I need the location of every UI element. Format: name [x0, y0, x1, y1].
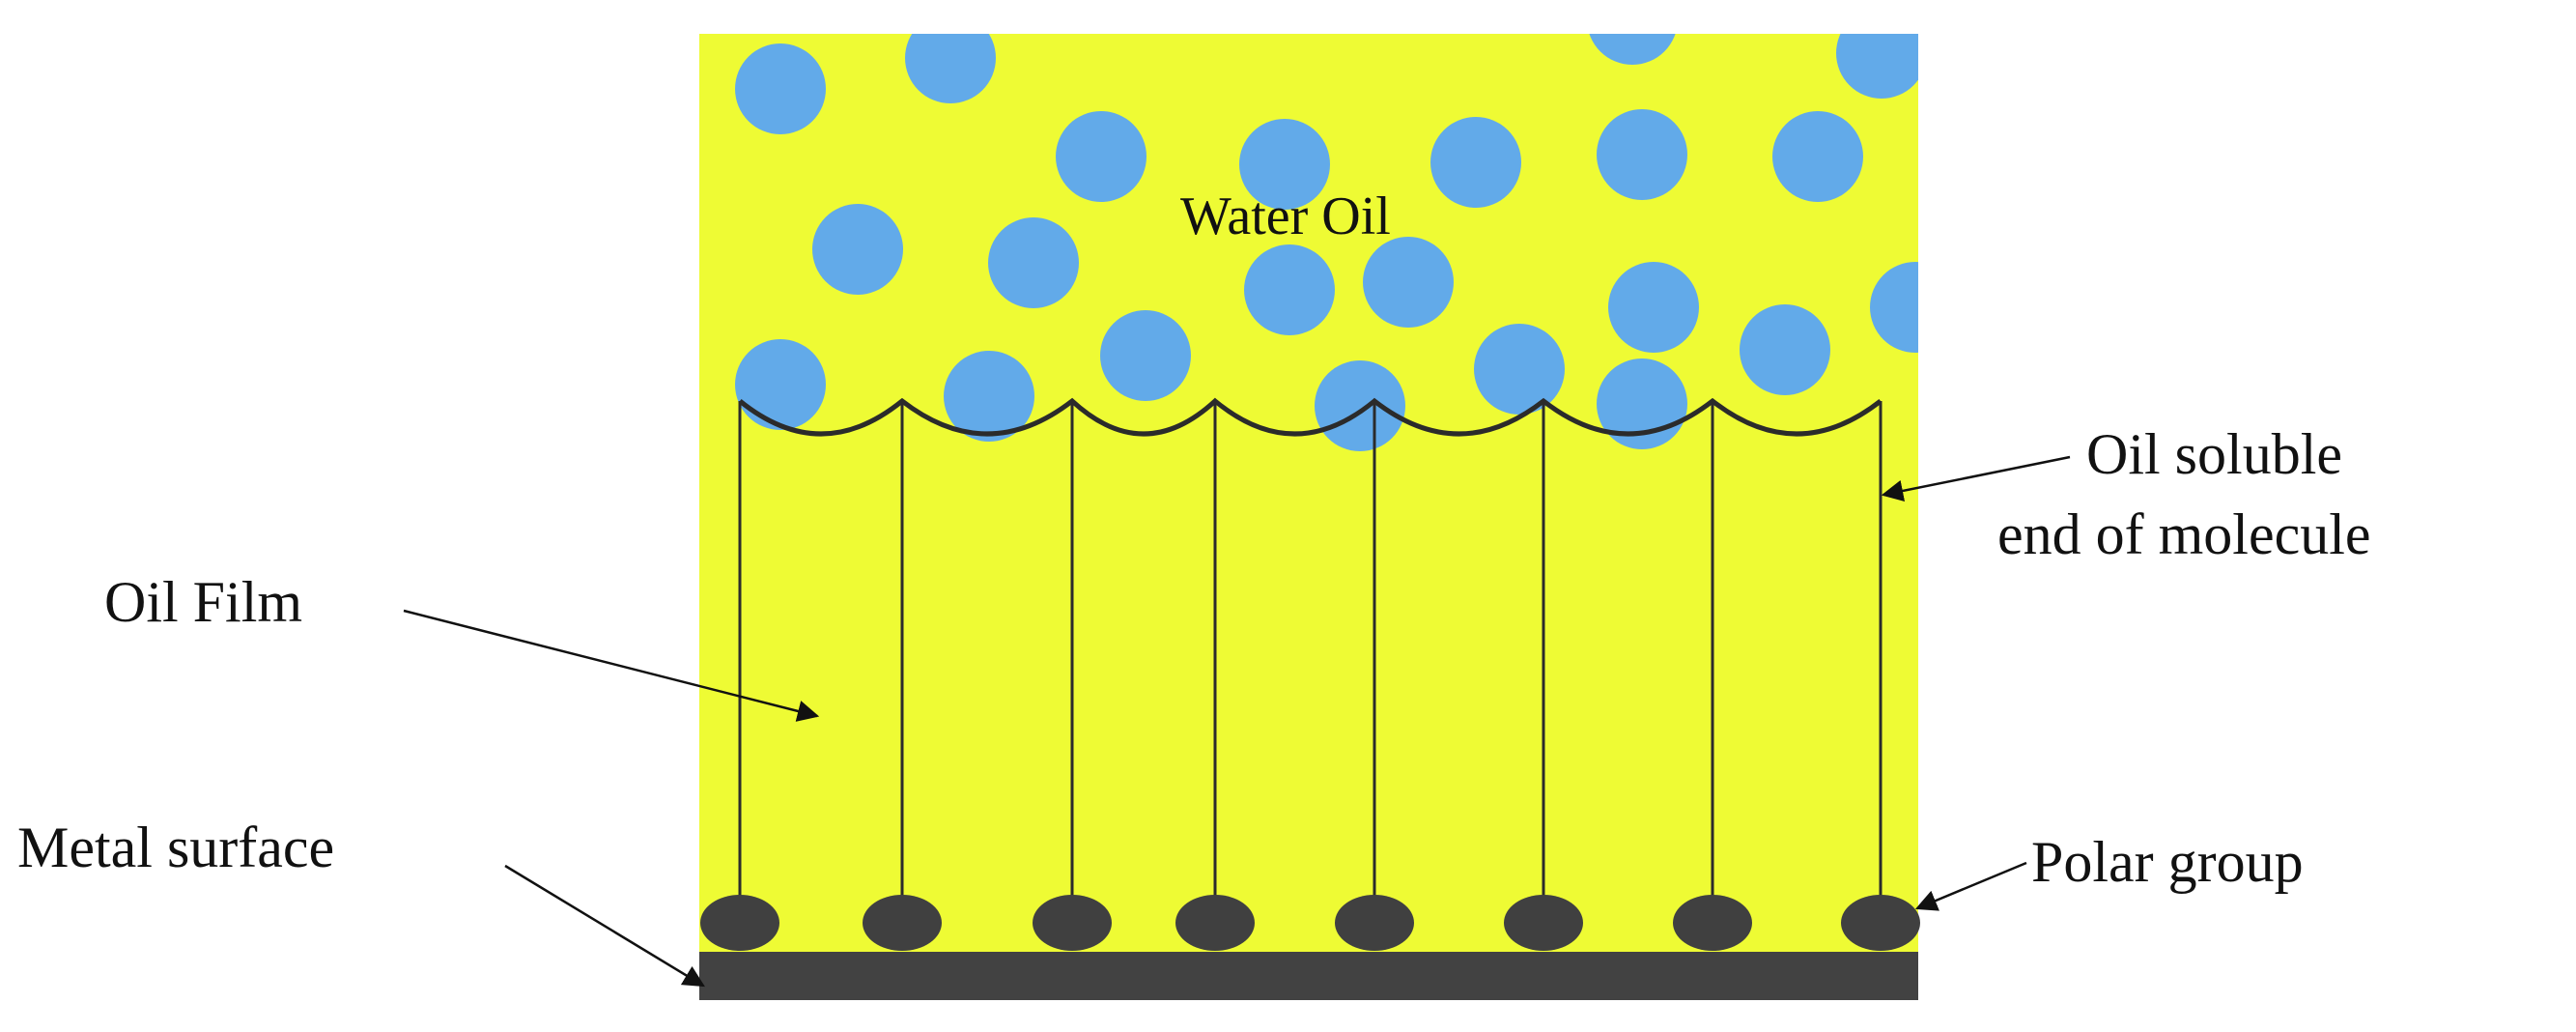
- water-droplet: [1474, 324, 1565, 415]
- polar-group-head: [700, 895, 779, 951]
- oil-film-arrow: [403, 609, 820, 722]
- metal-surface-label: Metal surface: [17, 816, 334, 879]
- water-droplet: [1597, 358, 1687, 449]
- polar-group-head: [1175, 895, 1255, 951]
- oil-film-label: Oil Film: [104, 570, 302, 634]
- water-droplet: [1870, 262, 1918, 353]
- water-droplet: [1056, 111, 1146, 202]
- water-droplet: [905, 34, 996, 103]
- water-droplet: [1608, 262, 1699, 353]
- water-droplet: [735, 43, 826, 134]
- polar-group-head: [1504, 895, 1583, 951]
- water-droplet: [1597, 109, 1687, 200]
- polar-group-head: [1841, 895, 1920, 951]
- oil-soluble-arrow: [1881, 455, 2071, 502]
- water-oil-label: Water Oil: [1180, 186, 1391, 246]
- surfactant-molecules: [700, 397, 1920, 951]
- oil-soluble-ends: [738, 397, 1882, 437]
- metal-surface-bar: [699, 952, 1918, 1000]
- water-droplet: [988, 217, 1079, 308]
- oil-soluble-label-line1: Oil soluble: [2086, 422, 2342, 486]
- water-droplet: [1315, 360, 1405, 451]
- water-droplet: [1239, 119, 1330, 210]
- water-droplet: [944, 351, 1034, 442]
- oil-soluble-label-line2: end of molecule: [1997, 502, 2371, 566]
- water-droplet: [1100, 310, 1191, 401]
- polar-group-head: [863, 895, 942, 951]
- polar-group-head: [1033, 895, 1112, 951]
- water-droplet: [1836, 34, 1918, 99]
- water-droplet: [1772, 111, 1863, 202]
- water-droplet: [735, 339, 826, 430]
- polar-group-head: [1335, 895, 1414, 951]
- polar-group-label: Polar group: [2031, 830, 2304, 894]
- water-droplets: [735, 34, 1918, 451]
- water-droplet: [1589, 34, 1676, 65]
- water-droplet: [1244, 244, 1335, 335]
- water-droplet: [1363, 237, 1454, 328]
- polar-group-head: [1673, 895, 1752, 951]
- water-droplet: [1740, 304, 1830, 395]
- water-droplet: [1430, 117, 1521, 208]
- polar-group-arrow: [1914, 861, 2027, 911]
- water-droplet: [812, 204, 903, 295]
- metal-surface-arrow: [504, 864, 705, 988]
